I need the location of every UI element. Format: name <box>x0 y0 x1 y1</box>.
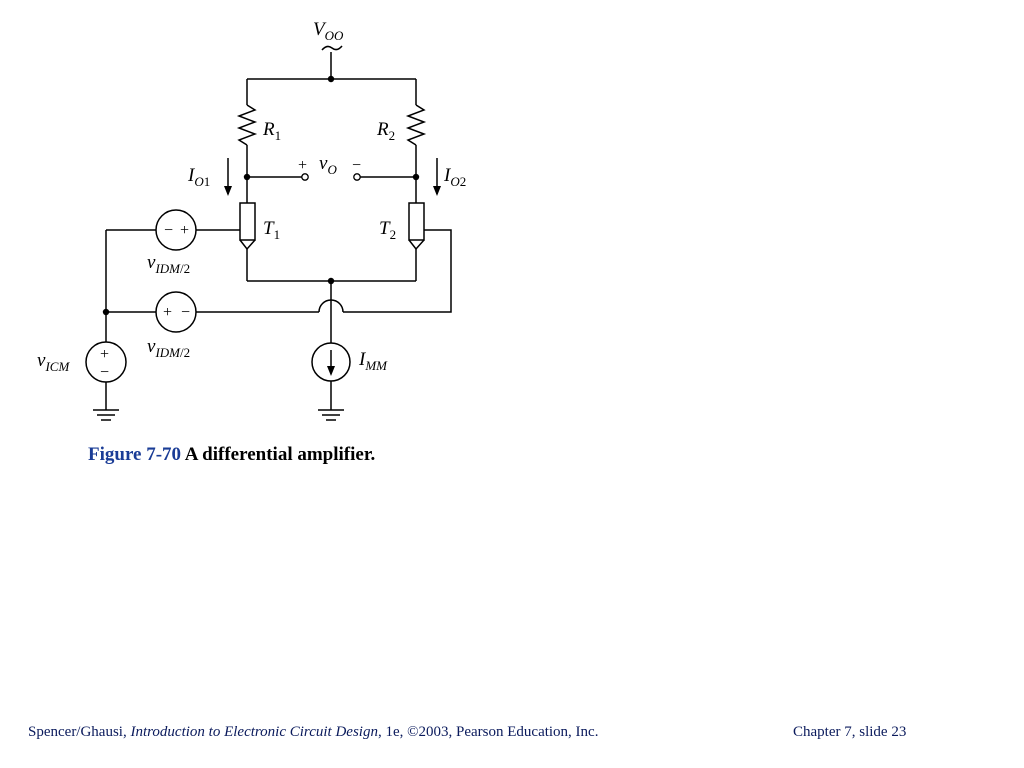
vo-plus-sign: + <box>298 157 307 174</box>
r1-label: R <box>262 119 275 140</box>
vo-minus-sign: − <box>352 157 361 174</box>
vicm-label: v <box>37 350 46 371</box>
vidm-top-subscript: IDM <box>154 261 181 276</box>
tail-current-source: IMM <box>247 277 416 421</box>
t2-label: T <box>379 218 391 239</box>
r2-label: R <box>376 119 389 140</box>
io2-label: I <box>443 165 452 186</box>
footer-citation: Spencer/Ghausi, Introduction to Electron… <box>28 724 598 741</box>
footer-publisher: , 1e, ©2003, Pearson Education, Inc. <box>377 724 599 740</box>
output-nodes: + − vO <box>243 153 420 181</box>
svg-text:R1: R1 <box>262 119 281 143</box>
svg-text:VOO: VOO <box>313 19 344 43</box>
vidm-bottom-subscript: IDM <box>154 345 181 360</box>
vidm-top-left-sign: − <box>164 222 173 239</box>
resistor-r2: R2 <box>376 79 427 177</box>
io1-label: I <box>187 165 196 186</box>
vidm-top-right-sign: + <box>180 222 189 239</box>
imm-subscript: MM <box>364 358 388 373</box>
r2-subscript: 2 <box>389 128 396 143</box>
transistor-t1: T1 <box>226 177 280 281</box>
vo-label: v <box>319 153 328 174</box>
io2-subscript: O <box>450 174 460 189</box>
vidm-bottom-fraction: /2 <box>180 345 190 360</box>
vo-subscript: O <box>327 162 337 177</box>
footer-book-title: Introduction to Electronic Circuit Desig… <box>130 724 378 740</box>
svg-text:T1: T1 <box>263 218 280 242</box>
wire-crossover <box>318 299 344 313</box>
r1-subscript: 1 <box>275 128 282 143</box>
figure-title: A differential amplifier. <box>181 444 376 465</box>
svg-text:vICM: vICM <box>37 350 70 374</box>
t1-subscript: 1 <box>274 227 281 242</box>
vidm-bottom-label: v <box>147 336 156 357</box>
t1-label: T <box>263 218 275 239</box>
svg-text:IMM: IMM <box>358 349 388 373</box>
io1-subscript: O <box>194 174 204 189</box>
vdd-subscript: OO <box>325 28 344 43</box>
t2-subscript: 2 <box>390 227 397 242</box>
footer-slide-ref: Chapter 7, slide 23 <box>793 724 907 740</box>
vdd-label: V <box>313 19 327 40</box>
vidm-top-fraction: /2 <box>180 261 190 276</box>
current-arrow-io1: IO1 <box>187 158 232 196</box>
io1-number: 1 <box>204 174 211 189</box>
vicm-plus-sign: + <box>100 346 109 363</box>
vidm-top-label: v <box>147 252 156 273</box>
current-arrow-io2: IO2 <box>433 158 466 196</box>
vidm-bottom-right-sign: − <box>181 304 190 321</box>
svg-text:T2: T2 <box>379 218 396 242</box>
svg-text:vIDM/2: vIDM/2 <box>147 252 190 276</box>
source-vicm: + − vICM <box>37 308 127 421</box>
vicm-subscript: ICM <box>44 359 70 374</box>
source-vidm-bottom: + − vIDM/2 <box>106 291 319 360</box>
imm-label: I <box>358 349 367 370</box>
svg-text:IO1: IO1 <box>187 165 210 189</box>
footer-authors: Spencer/Ghausi, <box>28 724 131 740</box>
figure-caption: Figure 7-70 A differential amplifier. <box>88 444 375 466</box>
svg-text:R2: R2 <box>376 119 395 143</box>
svg-text:IO2: IO2 <box>443 165 466 189</box>
svg-text:vO: vO <box>319 153 337 177</box>
transistor-t2: T2 <box>343 177 452 313</box>
resistor-r1: R1 <box>236 79 281 177</box>
vicm-minus-sign: − <box>100 364 109 381</box>
io2-number: 2 <box>460 174 467 189</box>
figure-number: Figure 7-70 <box>88 444 182 465</box>
vidm-bottom-left-sign: + <box>163 304 172 321</box>
svg-text:vIDM/2: vIDM/2 <box>147 336 190 360</box>
vdd-supply: VOO <box>313 19 344 83</box>
source-vidm-top: − + vIDM/2 <box>105 209 226 312</box>
